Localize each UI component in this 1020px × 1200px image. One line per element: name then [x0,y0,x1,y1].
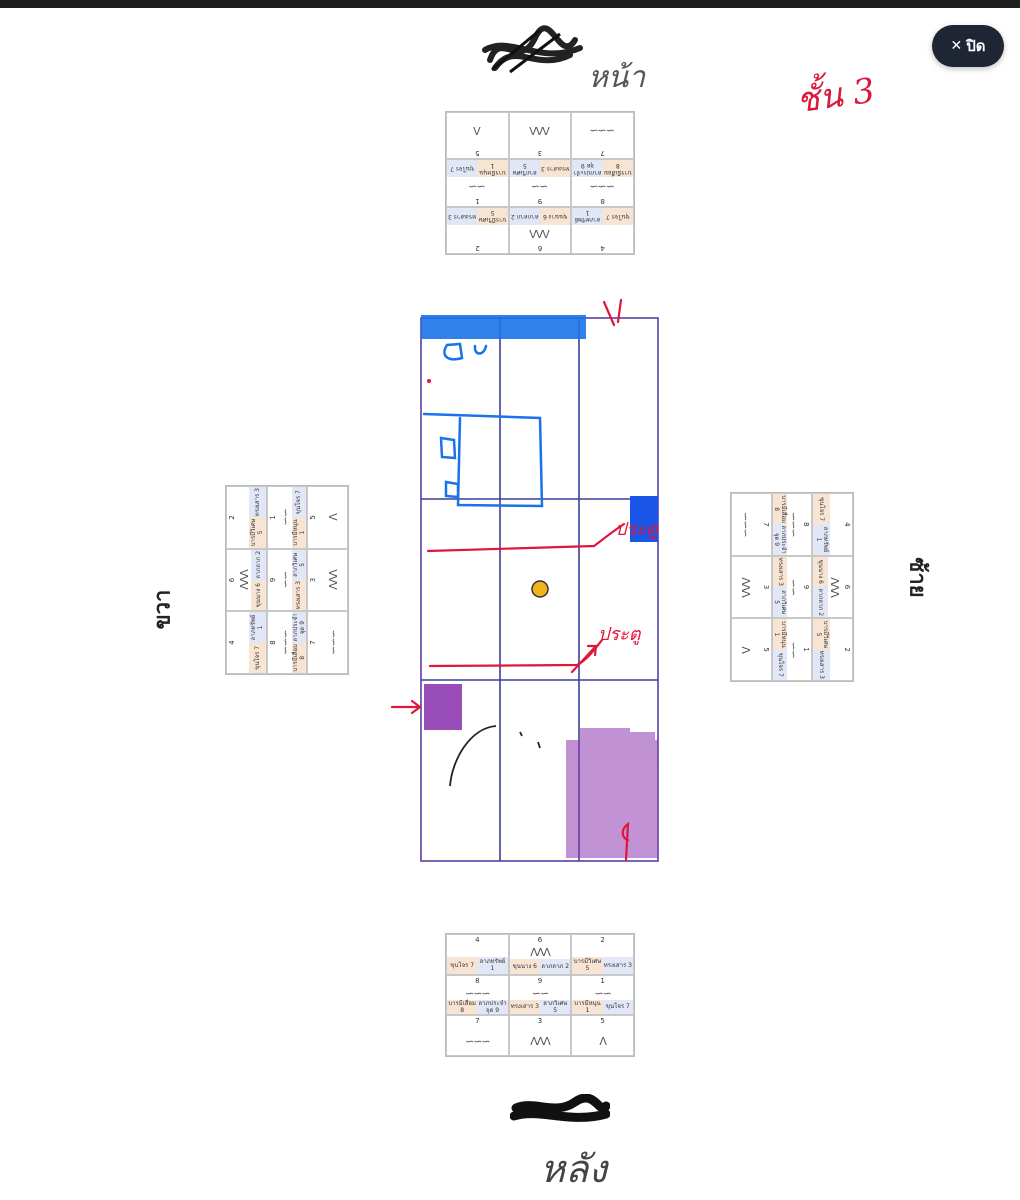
cell-label-secondary: ลาภประจำจุด 9 [477,999,508,1015]
cell-pattern-icon: ΛΛΛ [530,1034,551,1048]
cell-label-primary: บารมีวิเศษ 5 [572,956,603,974]
cell-pattern-icon: Λ [599,1034,607,1048]
blue-box-2 [444,480,460,499]
cell-number: 2 [600,936,605,944]
purple-block-left [424,684,462,730]
purple-shading-right [566,728,658,858]
cell-label-primary: ทรงเสาร 3 [509,999,540,1015]
blue-door-marker [630,496,658,542]
cell-label-secondary: ทรงเสาร 3 [602,956,634,974]
cell-label-secondary: ขุนโจร 7 [602,999,634,1015]
cell-label-primary: ขุนนาง 6 [509,959,540,974]
red-arrow-left [390,699,422,715]
cell-number: 5 [600,1017,605,1026]
blue-cabinet-outline [422,412,544,508]
cell-number: 6 [537,936,543,944]
cell-pattern-icon: ΛΛΛ [530,946,551,959]
cell-label-primary: บารมีหนุน 1 [572,999,603,1015]
cell-number: 7 [475,1017,480,1026]
redaction-scribble-top [482,25,583,74]
blue-wall-highlight [421,315,586,339]
cell-label-secondary: ลาภทรัพย์ 1 [477,956,508,974]
black-arc-sketch [449,725,541,787]
red-arrow-diagonal [570,644,598,674]
annotation-door-upper: ประตู [615,519,659,540]
cell-label-secondary: ลาภลาภ 2 [540,959,571,974]
blue-box-1 [439,436,457,460]
cell-pattern-icon: ∽∽∽ [465,1034,491,1048]
cell-label-primary: บารมีเสื่อม 8 [447,999,478,1015]
red-tick-top [602,298,623,327]
annotation-door-lower: ประตู [598,624,642,645]
cell-pattern-icon: ∽∽ [531,986,549,1000]
blue-sketch-top-left [443,342,488,361]
cell-pattern-icon: ∽∽ [594,986,611,1000]
red-dot [427,379,431,383]
red-arrow-bottom [621,821,630,862]
close-button-label: ปิด [966,37,986,55]
cell-label-primary: ขุนโจร 7 [447,956,478,974]
cell-number: 3 [537,1017,543,1026]
cell-number: 1 [600,976,605,985]
cell-number: 4 [475,936,480,944]
red-line-lower [428,638,604,668]
cell-pattern-icon: ∽∽∽ [465,986,491,1000]
center-point [531,580,549,598]
cell-number: 9 [537,976,543,985]
redaction-scribble-bottom [510,1094,610,1122]
red-line-upper [426,522,626,553]
close-icon: ✕ [950,38,963,54]
front-label: หน้า [588,60,646,95]
table-cell: 7 ∽∽∽ [446,1015,509,1056]
back-label: หลัง [540,1147,607,1191]
top-bar [0,0,1020,8]
cell-label-secondary: ลาภวิเศษ 5 [540,999,571,1015]
close-button[interactable]: ✕ ปิด [932,25,1004,67]
cell-number: 8 [475,976,480,985]
